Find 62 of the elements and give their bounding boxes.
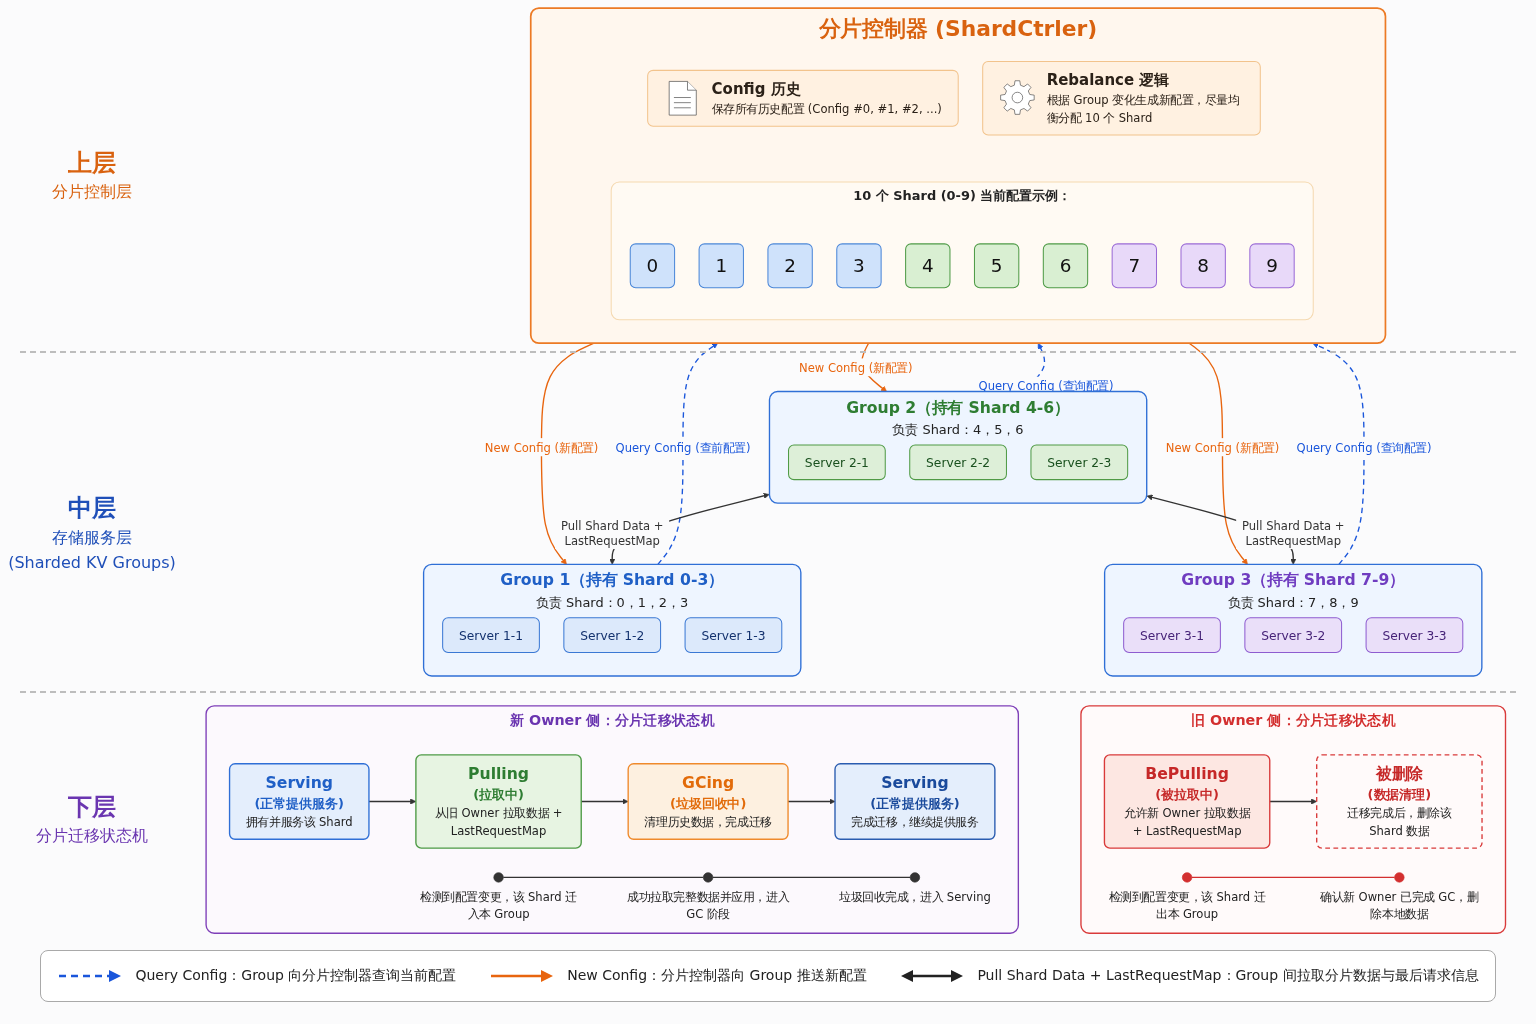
timeline-note: 垃圾回收完成，进入 Serving: [839, 889, 991, 906]
node-box: 9: [1249, 243, 1295, 289]
arrow: [657, 342, 719, 566]
legend-text: Query Config：Group 向分片控制器查询当前配置: [135, 967, 457, 985]
node-box: Server 2-3: [1030, 444, 1129, 481]
layer-subtitle: 存储服务层: [51, 526, 133, 549]
node-box: 4: [905, 243, 951, 289]
layer-subtitle: (Sharded KV Groups): [7, 551, 177, 574]
node-circle: [493, 872, 504, 883]
node-box: 6: [1043, 243, 1089, 289]
node-box: 8: [1180, 243, 1227, 289]
node-circle: [910, 872, 921, 883]
edge-label: Query Config (查询配置): [1296, 440, 1432, 455]
layer-title: 中层: [67, 493, 117, 525]
edge-label: New Config (新配置): [484, 440, 599, 455]
node-box: Server 1-3: [684, 617, 783, 653]
node-box: 3: [836, 243, 882, 289]
layer-subtitle: 分片控制层: [51, 181, 133, 204]
node-box: 5: [974, 243, 1020, 289]
arrow: [1188, 342, 1249, 565]
layer-subtitle: 分片迁移状态机: [35, 825, 149, 848]
timeline-note: 检测到配置变更，该 Shard 迁入本 Group: [419, 889, 579, 923]
node-circle: [703, 872, 714, 883]
node-box: Serving (正常提供服务) 完成迁移，继续提供服务: [834, 763, 996, 840]
legend-text: New Config：分片控制器向 Group 推送新配置: [567, 967, 867, 985]
node-box: 2: [767, 243, 813, 289]
node-box: Rebalance 逻辑 根据 Group 变化生成新配置，尽量均衡分配 10 个 Shard: [982, 61, 1261, 136]
connector: [712, 876, 912, 879]
node-box: Serving (正常提供服务) 拥有并服务该 Shard: [229, 763, 370, 840]
node-box: 0: [629, 243, 676, 289]
arrow: [1312, 342, 1365, 566]
edge-label: Pull Shard Data + LastRequestMap: [561, 518, 664, 548]
node-box: Server 3-2: [1244, 617, 1343, 653]
timeline-note: 检测到配置变更，该 Shard 迁出本 Group: [1107, 889, 1267, 923]
node-circle: [1394, 872, 1405, 883]
edge-label: Pull Shard Data + LastRequestMap: [1242, 518, 1345, 548]
edge-label: Query Config (查前配置): [615, 440, 751, 455]
node-box: Server 2-1: [788, 444, 886, 481]
timeline-note: 成功拉取完整数据并应用，进入 GC 阶段: [626, 889, 790, 923]
node-box: Server 3-3: [1365, 617, 1464, 653]
layer-title: 上层: [67, 147, 117, 179]
node-box: Server 1-2: [563, 617, 662, 653]
edge-label: New Config (新配置): [1165, 440, 1280, 455]
node-box: Server 3-1: [1123, 617, 1222, 653]
node-box: Pulling (拉取中) 从旧 Owner 拉取数据 + LastRequestMap: [415, 754, 583, 849]
arrow: [541, 342, 595, 565]
node-circle: [1182, 872, 1193, 883]
edge-label: New Config (新配置): [799, 360, 913, 375]
legend-text: Pull Shard Data + LastRequestMap：Group 间拉取分片数据与最后请求信息: [977, 967, 1479, 985]
node-box: 1: [698, 243, 745, 289]
edge-label: Query Config (查询配置): [978, 379, 1114, 393]
connector: [502, 876, 705, 879]
node-box: GCing (垃圾回收中) 清理历史数据，完成迁移: [627, 763, 789, 840]
timeline-note: 确认新 Owner 已完成 GC，删除本地数据: [1319, 889, 1480, 923]
node-box: Server 2-2: [909, 444, 1008, 481]
node-box: 7: [1111, 243, 1158, 289]
node-box: Config 历史 保存所有历史配置 (Config #0, #1, #2, ...): [647, 69, 959, 127]
layer-title: 下层: [67, 791, 117, 823]
node-box: Server 1-1: [442, 617, 541, 653]
connector: [1191, 876, 1396, 879]
node-box: 被删除 (数据清理) 迁移完成后，删除该 Shard 数据: [1316, 754, 1483, 849]
node-box: BePulling (被拉取中) 允许新 Owner 拉取数据 + LastRequestMap: [1103, 754, 1271, 849]
